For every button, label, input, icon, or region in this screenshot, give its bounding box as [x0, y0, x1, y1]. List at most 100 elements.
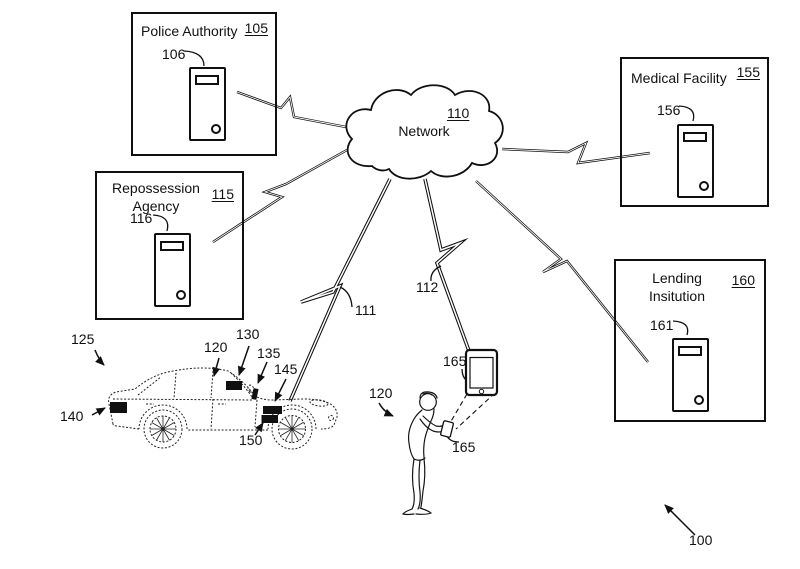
network-cloud-icon — [345, 84, 504, 180]
box-repossession-agency: Repossession Agency 115 116 — [95, 171, 244, 320]
rear-wheel-arch — [138, 404, 188, 430]
arrow-125 — [94, 349, 105, 366]
rear-window — [137, 376, 162, 396]
ref-label-165-hand: 165 — [452, 439, 476, 455]
beltline — [112, 398, 254, 401]
ref-label-135: 135 — [257, 345, 281, 361]
arrow-145 — [274, 378, 287, 402]
ref-label-130: 130 — [236, 326, 260, 342]
ref-label-120-vehicle: 120 — [204, 339, 228, 355]
box-title: Medical Facility — [631, 70, 727, 86]
person-chest — [423, 408, 435, 458]
arrow-130 — [237, 345, 250, 376]
windshield — [230, 372, 253, 398]
device-140 — [110, 402, 127, 413]
network-ref: 110 — [447, 105, 470, 121]
magnify-line-right — [455, 392, 496, 430]
ref-label-112: 112 — [416, 279, 439, 295]
pointer-112 — [430, 265, 442, 282]
server-led — [211, 124, 221, 134]
door-seams — [210, 398, 258, 430]
vehicle-sketch — [108, 367, 338, 450]
headlight — [309, 399, 329, 407]
server-led — [176, 290, 186, 300]
arrow-120-vehicle — [212, 357, 221, 377]
arrow-150 — [254, 422, 264, 436]
ref-label-125: 125 — [71, 331, 95, 347]
arrow-135 — [257, 361, 268, 384]
server-ref: 106 — [162, 46, 186, 62]
server-slot — [195, 75, 219, 85]
c-pillar — [173, 372, 177, 399]
mobile-devices — [440, 348, 499, 438]
ref-label-145: 145 — [274, 361, 298, 377]
device-150 — [261, 415, 278, 423]
ref-label-150: 150 — [239, 432, 263, 448]
device-145 — [263, 406, 282, 414]
box-ref: 155 — [736, 64, 760, 80]
device-135 — [251, 388, 259, 400]
server-slot — [160, 241, 184, 251]
device-130 — [226, 381, 242, 390]
server-led — [699, 181, 709, 191]
smartphone-handheld-icon — [440, 420, 454, 438]
vehicle-devices — [110, 381, 282, 423]
box-police-authority: Police Authority 105 106 — [131, 12, 277, 156]
server-slot — [683, 132, 707, 142]
server-ref: 156 — [657, 102, 681, 118]
box-ref: 115 — [211, 186, 234, 202]
box-title: Police Authority — [141, 23, 238, 39]
ref-arrows — [91, 345, 696, 536]
figure-ref-label: 100 — [689, 532, 713, 548]
ref-label-165-detail: 165 — [443, 353, 467, 369]
front-wheel-arch — [267, 404, 317, 430]
server-ref: 161 — [650, 317, 674, 333]
arrow-100 — [664, 504, 696, 536]
person-back — [407, 409, 423, 460]
person-arm-upper — [422, 415, 445, 427]
front-wheel — [271, 408, 313, 450]
server-icon — [154, 233, 191, 307]
person-sketch — [402, 391, 445, 516]
person-leg-front — [420, 457, 426, 508]
vehicle-body — [108, 367, 338, 430]
fog-light — [328, 415, 334, 421]
box-ref: 160 — [731, 272, 755, 288]
person-hair — [419, 391, 438, 399]
vehicle-sill — [112, 423, 268, 431]
smartphone-detail-icon — [464, 348, 499, 397]
person-foot-front — [415, 507, 433, 515]
pointer-161 — [672, 320, 689, 336]
rear-wheel — [143, 409, 183, 449]
arrow-140 — [91, 407, 106, 416]
b-pillar — [210, 370, 214, 399]
box-lending-institution: Lending Insitution 160 161 — [614, 259, 766, 422]
box-medical-facility: Medical Facility 155 156 — [620, 57, 769, 207]
network-label: Network — [398, 123, 450, 139]
server-ref: 116 — [130, 210, 153, 226]
side-mirror — [247, 384, 255, 393]
ref-label-140: 140 — [60, 408, 84, 424]
arrow-120-person — [378, 402, 394, 417]
ref-label-111: 111 — [355, 302, 377, 318]
link-network-mobile-bolt — [423, 178, 471, 352]
server-led — [694, 395, 704, 405]
box-ref: 105 — [244, 20, 268, 36]
server-slot — [678, 346, 702, 356]
server-icon — [672, 338, 709, 412]
pointer-156 — [678, 105, 695, 122]
magnify-line-left — [449, 393, 468, 424]
pointer-106 — [183, 50, 205, 67]
person-head — [419, 393, 437, 411]
pointer-111 — [339, 286, 353, 308]
pointer-116 — [152, 214, 169, 232]
server-icon — [677, 124, 714, 198]
network-links — [212, 90, 651, 402]
person-foot-back — [402, 508, 415, 516]
person-leg-mid — [417, 459, 421, 510]
ref-label-120-person: 120 — [369, 385, 393, 401]
person-leg-back — [411, 458, 415, 510]
box-title: Lending Insitution — [648, 270, 706, 305]
